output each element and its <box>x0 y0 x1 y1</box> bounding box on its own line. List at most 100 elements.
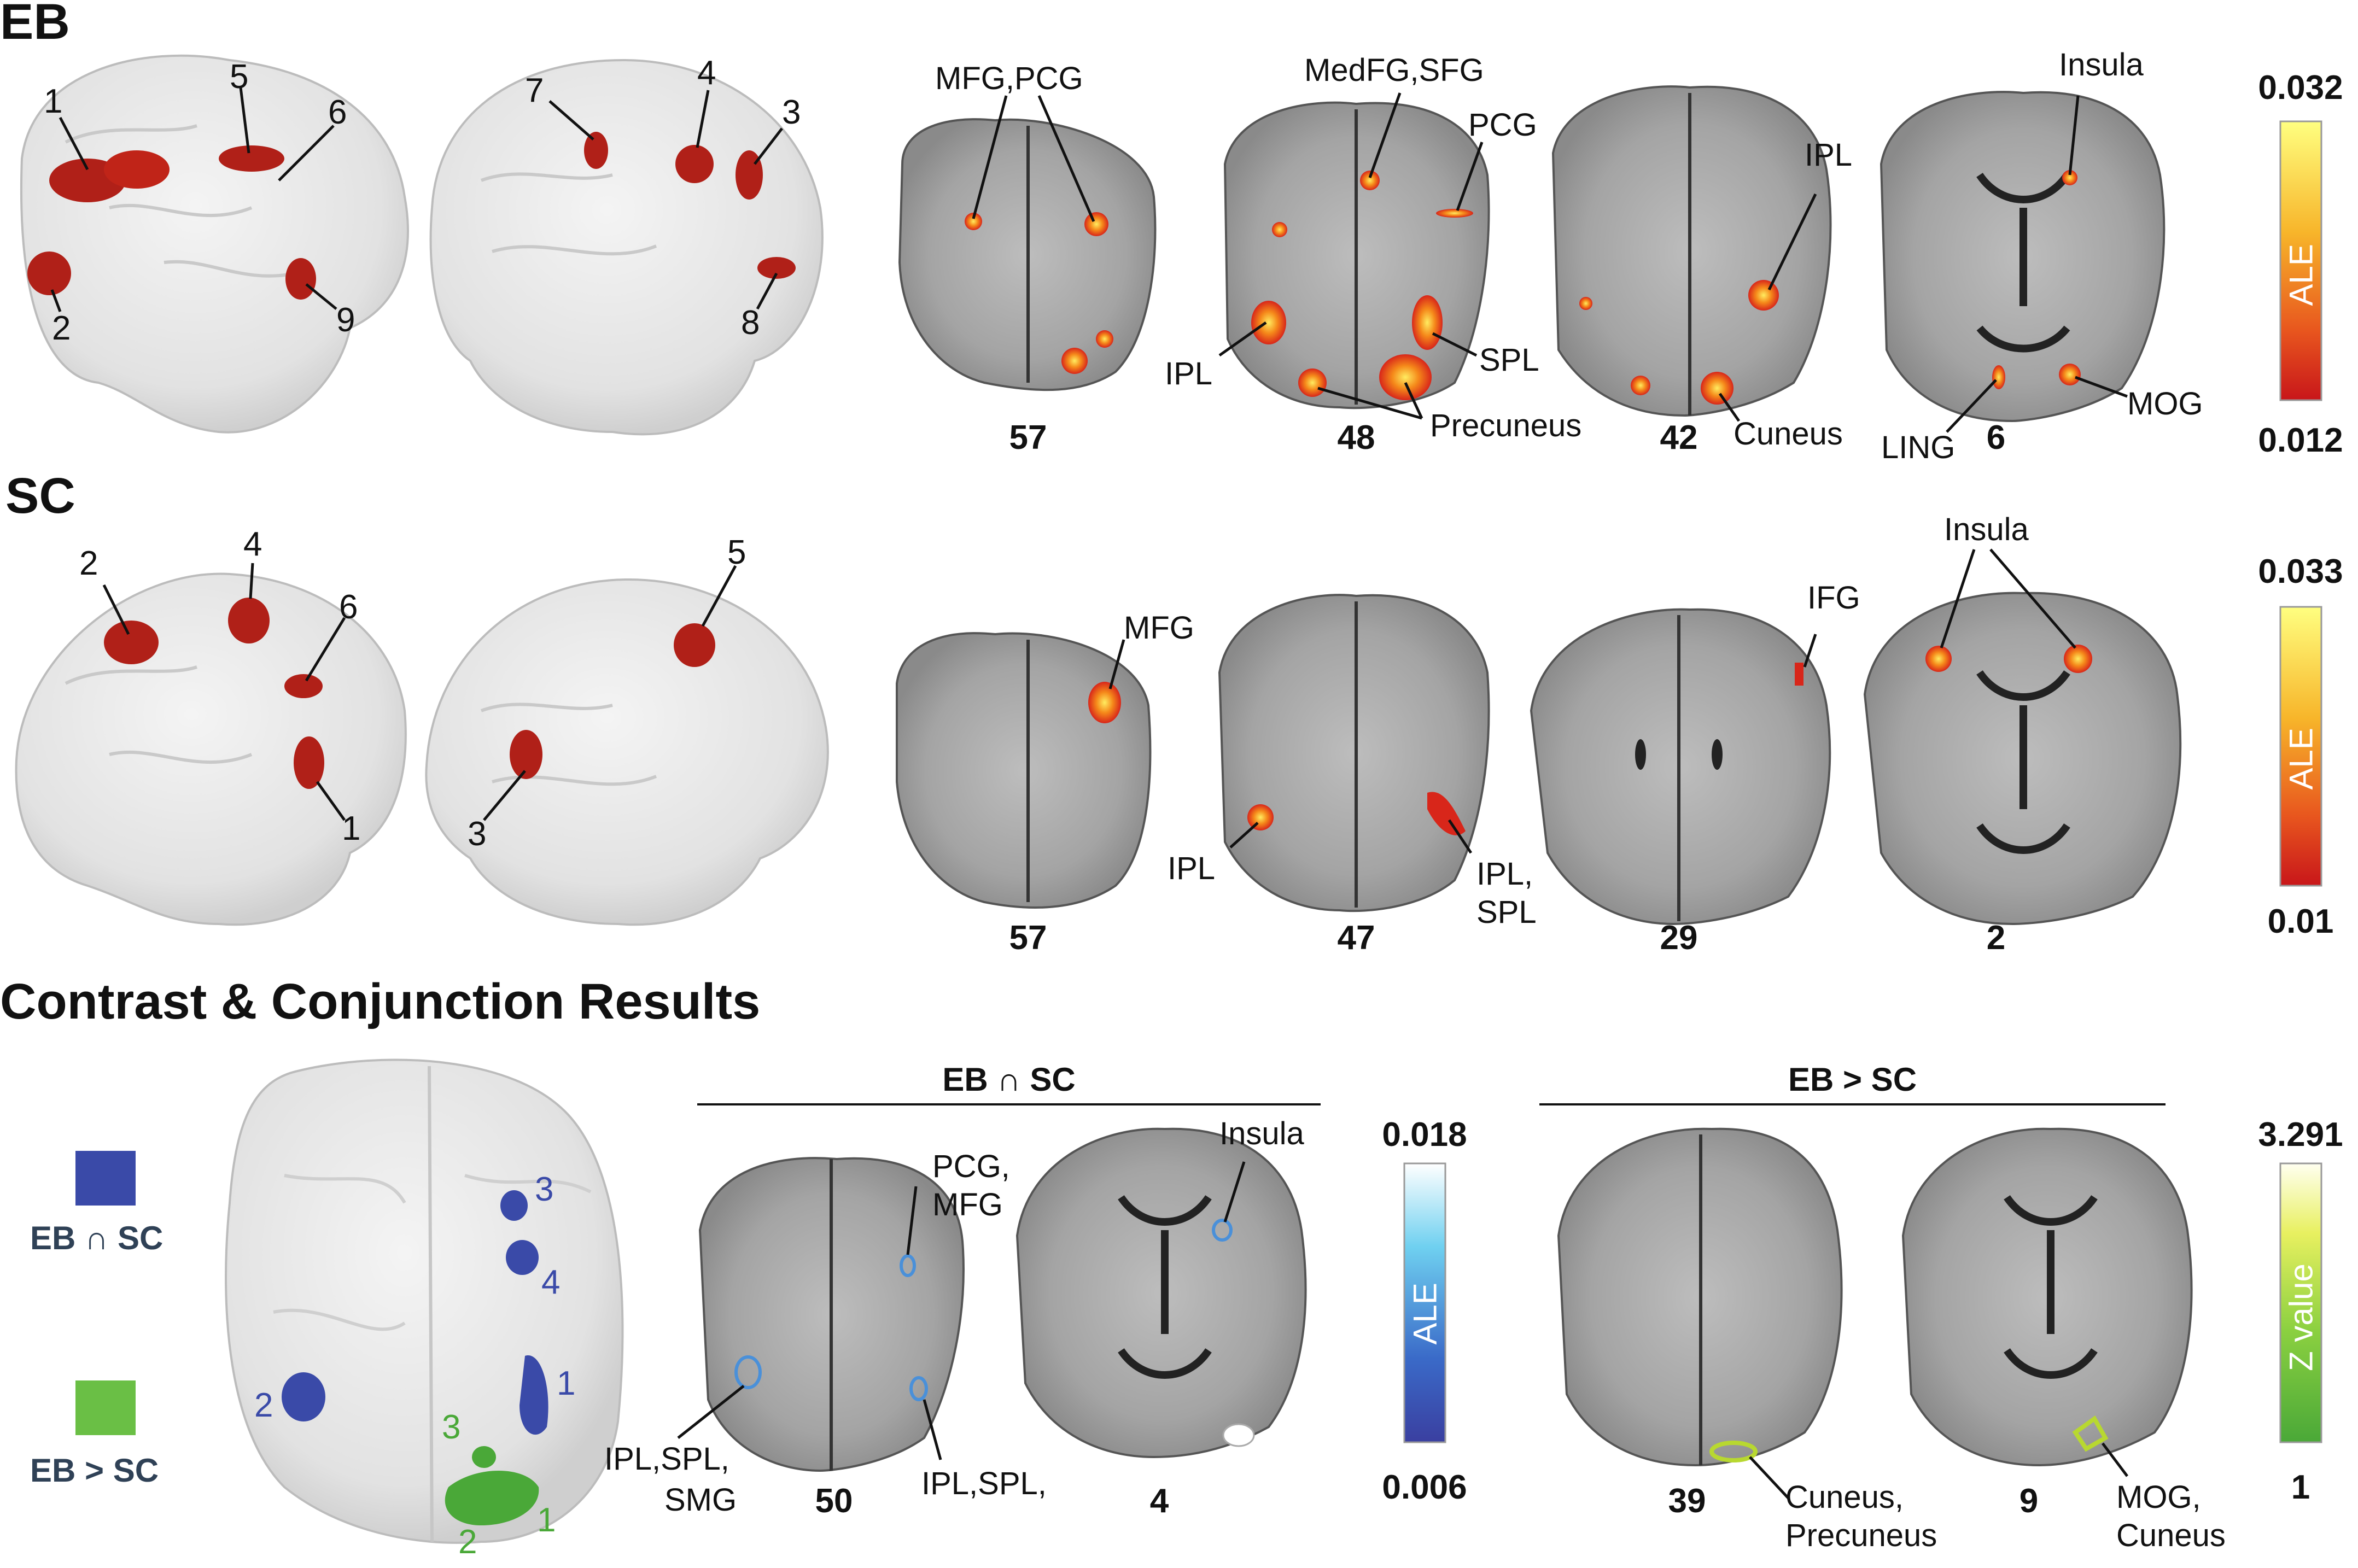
conj-header: EB ∩ SC <box>942 1061 1076 1098</box>
label-ipl-spl-line2: SPL <box>1476 894 1537 930</box>
slice-number: 47 <box>1337 919 1375 957</box>
eb-slice-57 <box>898 118 1157 391</box>
eb-brain-num: 4 <box>697 54 716 92</box>
top-brain-num: 3 <box>442 1408 461 1446</box>
sc-colorbar-label: ALE <box>2283 728 2320 790</box>
section-title-eb: EB <box>0 0 70 50</box>
sc-colorbar-min: 0.01 <box>2267 903 2334 940</box>
slice-number: 57 <box>1009 919 1047 957</box>
label-mog: MOG <box>2127 386 2203 422</box>
slice-number: 42 <box>1660 419 1698 457</box>
eb-colorbar <box>2279 120 2322 401</box>
sc-slice-leaders <box>1108 548 2076 854</box>
conj-colorbar-min: 0.006 <box>1382 1468 1467 1506</box>
sc-brain-num: 1 <box>342 810 361 847</box>
top-brain-num: 1 <box>537 1501 556 1539</box>
label-ifg: IFG <box>1807 580 1860 616</box>
z-colorbar <box>2279 1162 2322 1443</box>
conj-slice-4 <box>1015 1127 1307 1459</box>
sc-brain-num: 4 <box>243 525 262 563</box>
label-cuneus: Cuneus, <box>1785 1479 1904 1515</box>
sc-slice-47 <box>1218 594 1490 912</box>
legend-gt-label: EB > SC <box>30 1452 159 1489</box>
eb-brain-num: 7 <box>525 72 544 109</box>
sc-slice-2 <box>1863 592 2182 926</box>
eb-brain-leaders <box>50 87 783 312</box>
slice-number: 57 <box>1009 419 1047 457</box>
sc-brain-num: 2 <box>79 545 98 582</box>
label-cuneus: Cuneus <box>2116 1518 2226 1553</box>
sc-brain-num: 3 <box>468 815 487 853</box>
label-ipl: IPL <box>1168 851 1216 886</box>
label-ipl-spl-smg-line1: IPL,SPL, <box>604 1441 729 1477</box>
section-title-contrast: Contrast & Conjunction Results <box>0 974 761 1029</box>
conj-slice-50 <box>698 1157 965 1472</box>
conj-colorbar-label: ALE <box>1406 1283 1444 1345</box>
eb-colorbar-max: 0.032 <box>2258 69 2343 107</box>
label-insula: Insula <box>1219 1116 1304 1151</box>
eb-slice-6 <box>1880 91 2166 423</box>
eb-brain-num: 1 <box>44 83 63 120</box>
label-ipl-spl-smg-line2: SMG <box>664 1482 737 1518</box>
gt-slice-9 <box>1901 1127 2193 1467</box>
eb-brain-left <box>20 54 409 434</box>
conj-leaders <box>677 1161 1246 1460</box>
z-colorbar-label: Z value <box>2283 1263 2320 1371</box>
gt-leaders <box>1749 1442 2128 1499</box>
eb-slice-48 <box>1223 101 1490 409</box>
eb-colorbar-label: ALE <box>2283 244 2320 306</box>
slice-number: 48 <box>1337 419 1375 457</box>
z-colorbar-max: 3.291 <box>2258 1116 2343 1154</box>
top-brain-num: 3 <box>535 1171 554 1208</box>
eb-brain-num: 3 <box>782 93 801 131</box>
sc-brain-leaders <box>102 563 737 821</box>
eb-brain-num: 8 <box>741 304 760 342</box>
label-insula: Insula <box>1944 512 2029 547</box>
legend-conj-label: EB ∩ SC <box>30 1220 164 1256</box>
eb-colorbar-min: 0.012 <box>2258 422 2343 459</box>
top-brain-num: 4 <box>541 1263 561 1301</box>
sc-slice-57 <box>896 632 1152 909</box>
label-pcg: PCG <box>1468 107 1537 143</box>
eb-brain-num: 9 <box>336 301 355 339</box>
label-mfg: MFG <box>932 1187 1003 1222</box>
top-brain-num: 2 <box>458 1523 477 1561</box>
label-spl: SPL <box>1479 342 1539 378</box>
slice-number: 4 <box>1149 1482 1169 1520</box>
slice-number: 39 <box>1668 1482 1706 1520</box>
slice-number: 9 <box>2019 1482 2039 1520</box>
top-brain-num: 2 <box>254 1386 273 1424</box>
eb-slice-leaders <box>972 92 2128 433</box>
label-pcg: PCG, <box>932 1149 1010 1184</box>
label-mfg-pcg: MFG,PCG <box>935 61 1083 96</box>
contrast-top-brain <box>225 1058 624 1544</box>
slice-number: 6 <box>1986 419 2006 457</box>
label-medfg-sfg: MedFG,SFG <box>1304 52 1484 88</box>
sc-brain-num: 6 <box>339 588 358 626</box>
slice-number: 2 <box>1986 919 2006 957</box>
label-ipl-spl-line1: IPL, <box>1476 856 1533 892</box>
eb-slice-42 <box>1551 85 1832 417</box>
label-ling: LING <box>1881 430 1956 465</box>
slice-number: 29 <box>1660 919 1698 957</box>
label-ipl: IPL <box>1805 137 1853 173</box>
sc-brain-left <box>15 572 407 926</box>
label-mog: MOG, <box>2116 1479 2201 1515</box>
label-cuneus: Cuneus <box>1734 416 1843 452</box>
sc-brain-num: 5 <box>727 534 746 571</box>
section-title-sc: SC <box>5 468 75 524</box>
z-colorbar-min: 1 <box>2291 1468 2310 1506</box>
gt-slice-39 <box>1557 1127 1843 1467</box>
gt-header: EB > SC <box>1788 1061 1917 1098</box>
sc-brain-right <box>425 578 829 926</box>
eb-brain-num: 2 <box>52 309 71 347</box>
eb-brain-num: 6 <box>328 93 347 131</box>
eb-brain-right <box>429 58 824 436</box>
label-precuneus: Precuneus <box>1785 1518 1937 1553</box>
sc-colorbar <box>2279 606 2322 887</box>
legend-gt-swatch <box>75 1380 136 1435</box>
conj-colorbar-max: 0.018 <box>1382 1116 1467 1154</box>
sc-slice-29 <box>1530 608 1831 926</box>
eb-brain-num: 5 <box>230 58 249 96</box>
